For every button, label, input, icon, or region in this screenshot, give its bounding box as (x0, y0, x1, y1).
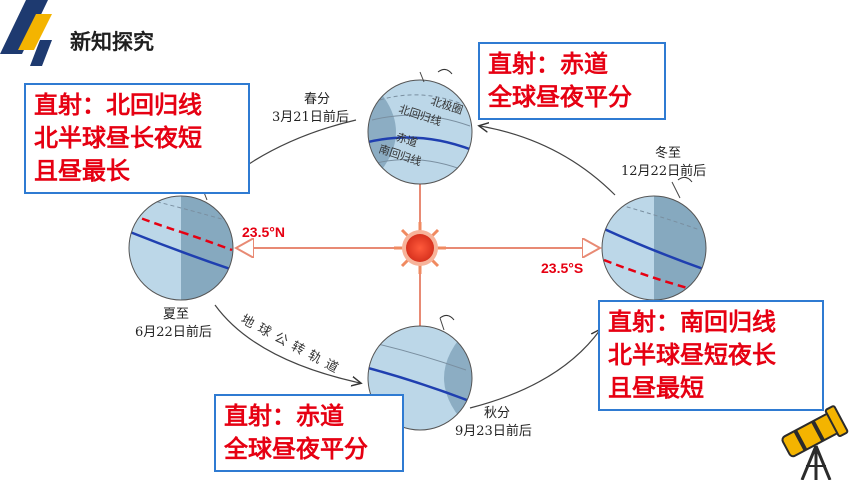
earth-spring (368, 80, 472, 184)
callout-summer-line1: 直射：北回归线 (34, 91, 202, 119)
callout-spring-line1: 直射：赤道 (488, 50, 608, 78)
callout-winter-line2: 北半球昼短夜长 (608, 341, 776, 369)
callout-summer-line2: 北半球昼长夜短 (34, 124, 202, 152)
season-name-winter: 冬至 (655, 146, 682, 161)
header-stripe-icon (0, 0, 52, 66)
callout-winter-line1: 直射：南回归线 (608, 308, 776, 336)
season-date-spring: 3月21日前后 (272, 110, 349, 125)
callout-winter-line3: 且昼最短 (608, 374, 704, 402)
page-title: 新知探究 (70, 30, 154, 54)
callout-autumn: 直射：赤道 全球昼夜平分 (214, 394, 404, 472)
callout-autumn-line1: 直射：赤道 (224, 402, 344, 430)
earth-summer (129, 196, 233, 300)
callout-winter: 直射：南回归线 北半球昼短夜长 且昼最短 (598, 300, 824, 411)
callout-summer-line3: 且昼最长 (34, 157, 130, 185)
season-name-summer: 夏至 (163, 307, 190, 322)
season-date-winter: 12月22日前后 (621, 164, 707, 179)
label-equator: 赤道 (394, 130, 419, 150)
telescope-icon (781, 405, 849, 480)
season-date-autumn: 9月23日前后 (455, 424, 532, 439)
season-name-autumn: 秋分 (484, 406, 511, 421)
callout-summer: 直射：北回归线 北半球昼长夜短 且昼最长 (24, 83, 250, 194)
sun-icon (394, 222, 446, 274)
season-date-summer: 6月22日前后 (135, 325, 212, 340)
latitude-north-label: 23.5°N (242, 224, 285, 240)
orbit-arc-winter-spring (480, 126, 616, 196)
earth-winter (602, 196, 706, 300)
orbit-arc-summer-autumn (214, 304, 360, 383)
callout-spring: 直射：赤道 全球昼夜平分 (478, 42, 666, 120)
season-name-spring: 春分 (304, 92, 331, 107)
orbit-label: 地球公转轨道 (238, 312, 346, 379)
latitude-south-label: 23.5°S (541, 260, 584, 276)
orbit-arc-autumn-winter (469, 330, 600, 409)
callout-autumn-line2: 全球昼夜平分 (224, 435, 368, 463)
callout-spring-line2: 全球昼夜平分 (488, 83, 632, 111)
